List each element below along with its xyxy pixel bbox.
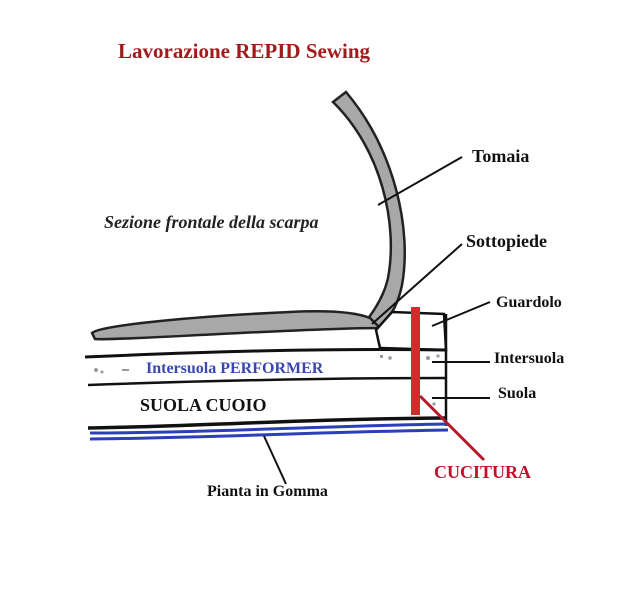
diagram-title: Lavorazione REPID Sewing [118, 39, 371, 63]
label-intersuola: Intersuola [494, 350, 564, 367]
label-guardolo: Guardolo [496, 294, 562, 311]
leader-sottopiede [371, 243, 463, 325]
sottopiede-insole-shape [90, 310, 384, 341]
leader-pianta-gomma [263, 435, 287, 485]
leader-guardolo [431, 301, 491, 327]
label-tomaia: Tomaia [472, 146, 529, 166]
tomaia-upper-shape [331, 90, 406, 330]
label-pianta-gomma: Pianta in Gomma [207, 483, 328, 500]
texture-dots [94, 354, 440, 406]
cucitura-stitch-bar [411, 307, 420, 415]
intersuola-bottom-line [87, 376, 447, 387]
label-intersuola-performer: Intersuola PERFORMER [146, 360, 324, 377]
section-subtitle: Sezione frontale della scarpa [104, 212, 319, 232]
leader-cucitura [418, 394, 486, 462]
label-cucitura: CUCITURA [434, 462, 531, 482]
pianta-gomma-line-1 [89, 422, 449, 435]
leader-tomaia [377, 156, 463, 206]
label-suola: Suola [498, 385, 536, 402]
suola-bottom-line [87, 416, 447, 430]
label-suola-cuoio: SUOLA CUOIO [140, 395, 267, 415]
pianta-gomma-line-2 [89, 428, 449, 441]
label-sottopiede: Sottopiede [466, 231, 547, 251]
intersuola-top-line [84, 347, 447, 359]
